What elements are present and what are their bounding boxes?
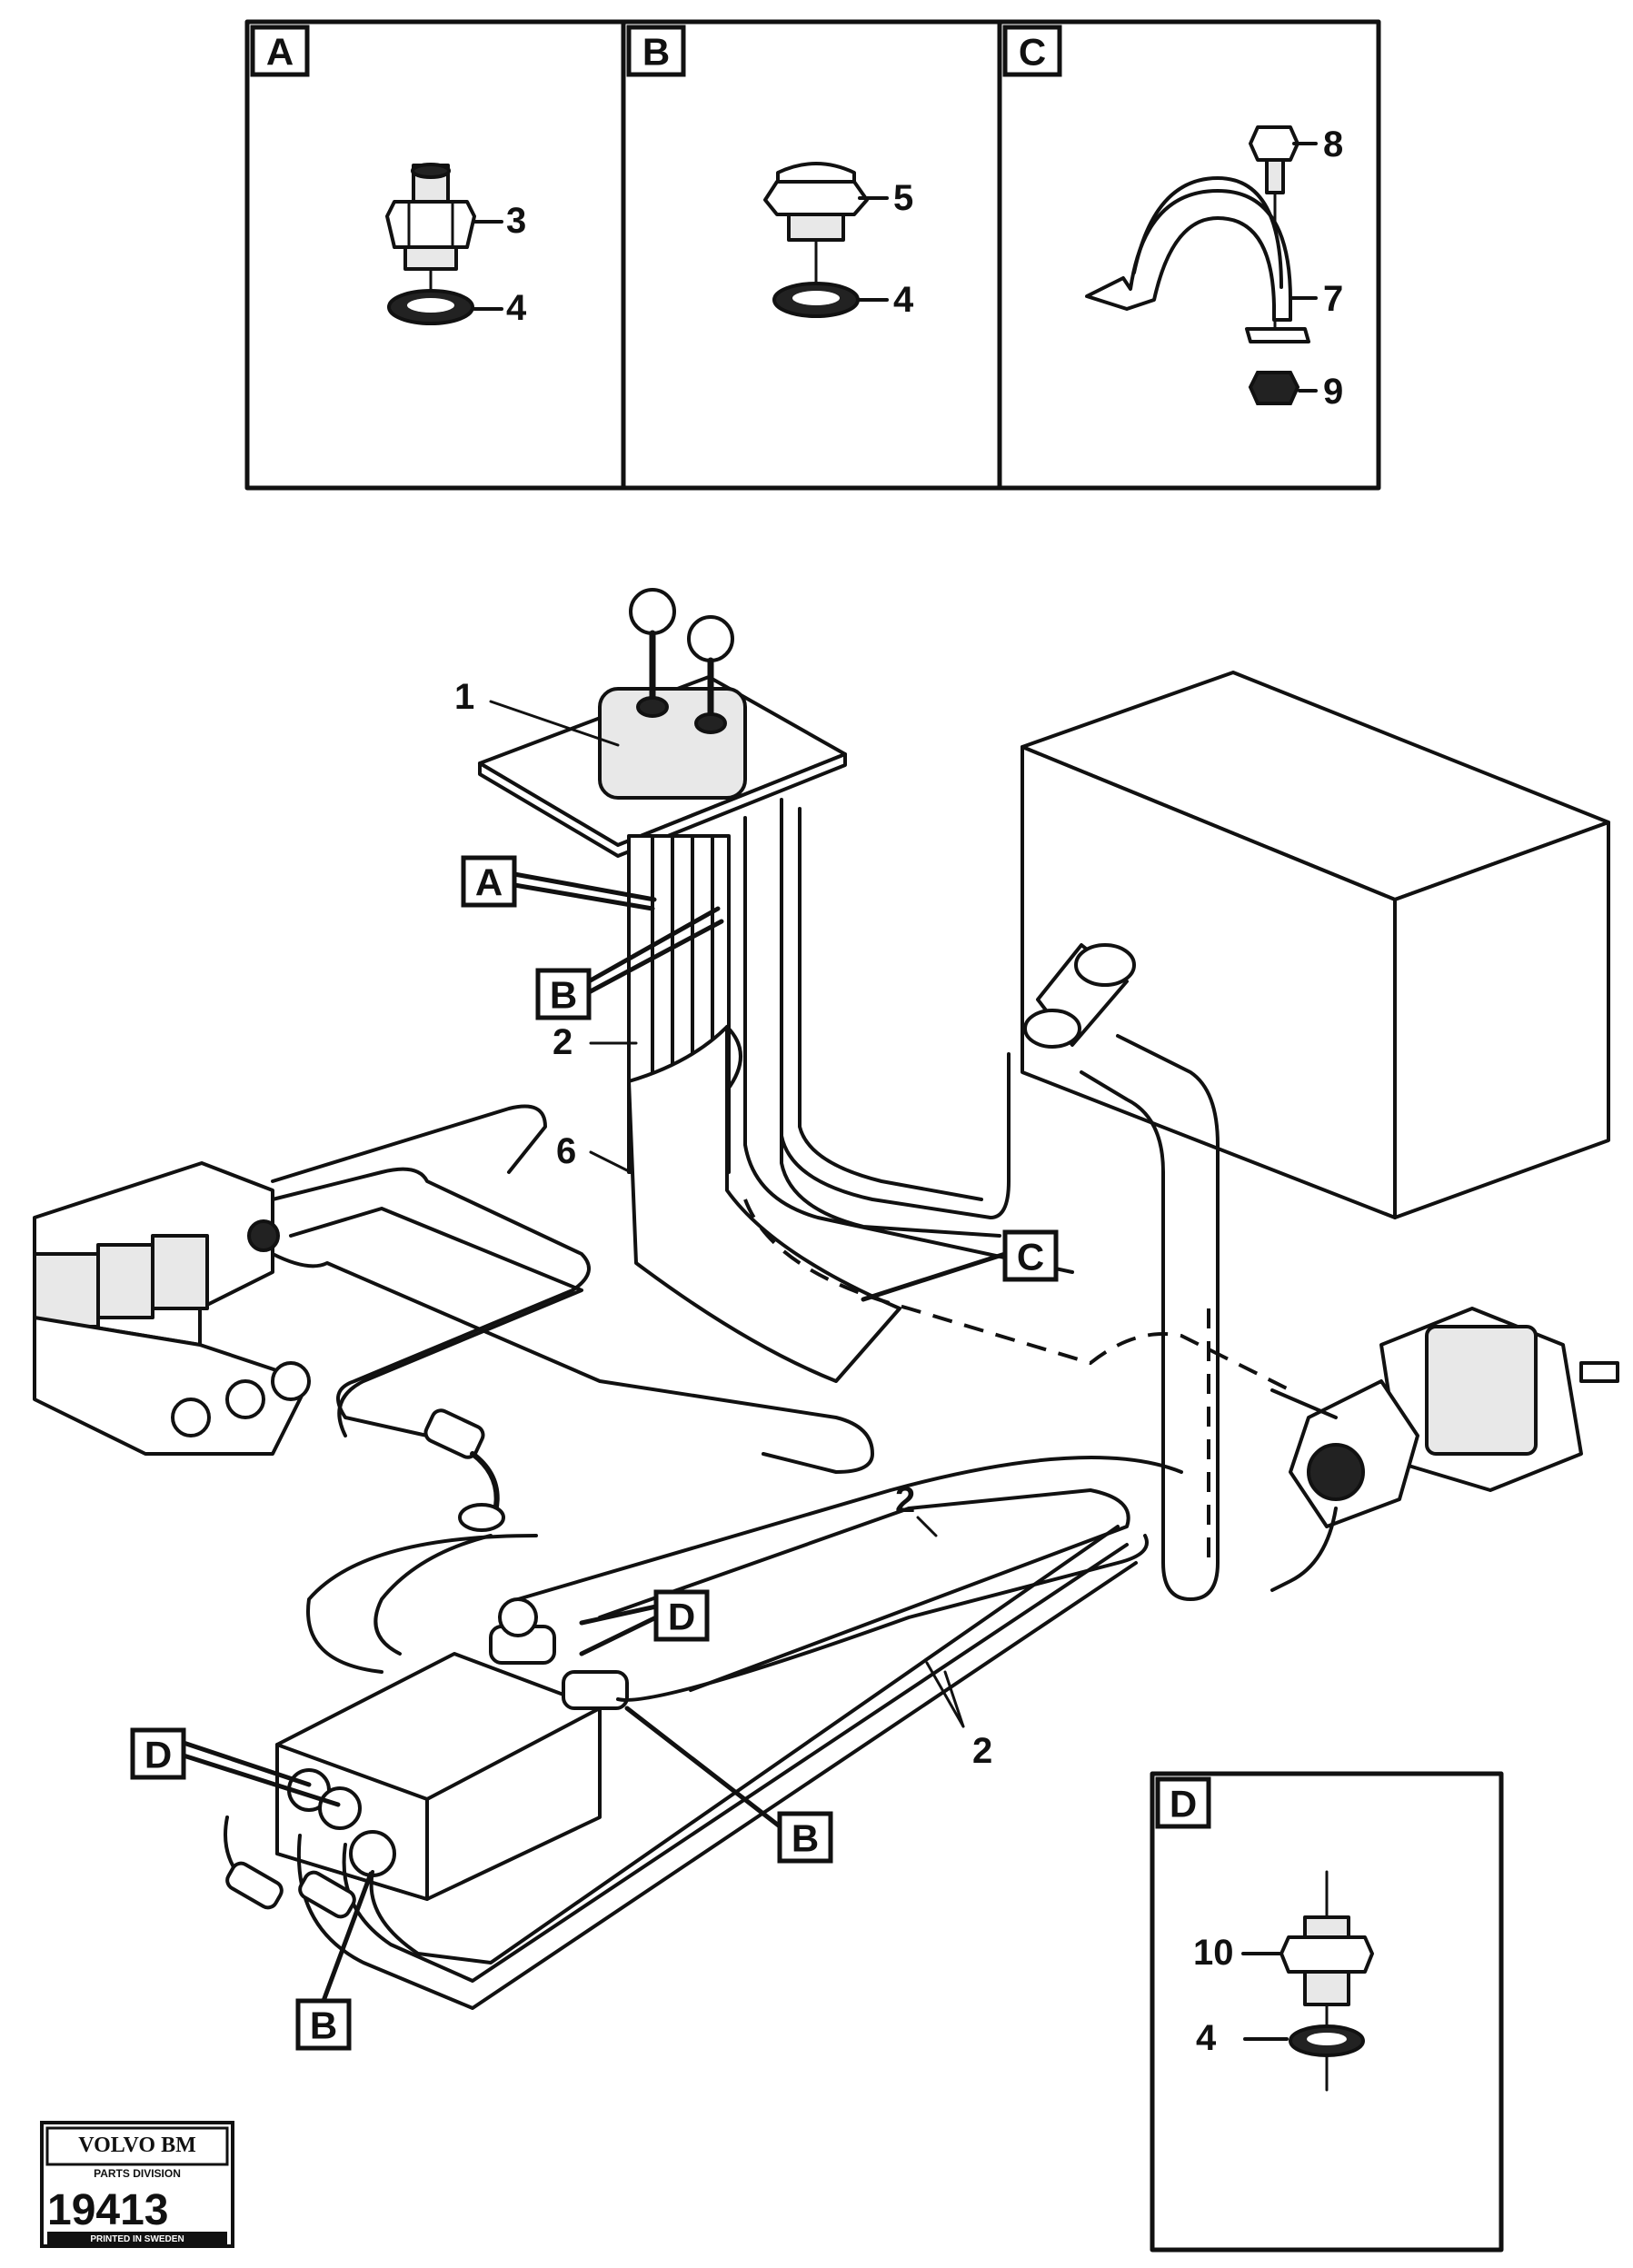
drain-line-dashed (743, 1199, 1291, 1392)
svg-text:B: B (792, 1817, 819, 1860)
elbow-fitting (423, 1408, 505, 1532)
callout-4-a: 4 (506, 288, 527, 328)
panel-d-label: D (1170, 1783, 1197, 1825)
logo-printed: PRINTED IN SWEDEN (90, 2234, 184, 2244)
hose-line-2 (598, 1488, 1130, 1692)
callout-1: 1 (454, 677, 474, 717)
callout-4-d: 4 (1196, 2018, 1217, 2058)
tag-a: A (461, 855, 657, 911)
svg-text:A: A (475, 861, 503, 904)
main-control-valve (33, 1161, 311, 1456)
svg-text:D: D (144, 1734, 172, 1776)
callout-8: 8 (1323, 124, 1343, 164)
main-assembly: 1 2 6 2 2 A B C D (33, 588, 1619, 2051)
seal-washer-icon (1289, 2024, 1365, 2092)
callout-3: 3 (506, 201, 526, 241)
hose-line (271, 1252, 874, 1474)
tag-b-lower: B (295, 1871, 373, 2051)
detail-panel-c: C 8 7 9 (1002, 25, 1343, 412)
tag-d-left: D (130, 1727, 341, 1807)
seal-washer-icon (772, 282, 860, 318)
hose-line (271, 1104, 547, 1183)
lever-knob-icon (629, 588, 676, 635)
detail-panel-d: D 10 4 (1150, 1771, 1504, 2253)
hose-line-2 (369, 1525, 1120, 1965)
tag-d-upper: D (579, 1589, 710, 1656)
detail-panel-a: A 3 4 (250, 25, 527, 328)
hose-line (289, 1207, 583, 1437)
filter-tube (1023, 943, 1136, 1049)
callout-5: 5 (893, 178, 913, 218)
detail-panel-b: B 5 4 (626, 25, 914, 320)
lever-knob-icon (687, 615, 734, 662)
lever-control-valve (478, 588, 847, 858)
hose-line-2 (296, 1561, 1138, 2010)
panel-a-label: A (266, 31, 294, 74)
hose-line (306, 1534, 538, 1674)
logo-division: PARTS DIVISION (94, 2167, 181, 2180)
suction-line (1080, 1034, 1220, 1601)
svg-text:D: D (668, 1596, 695, 1638)
return-line (780, 807, 1011, 1219)
distributor-block (275, 1597, 629, 1901)
volvo-bm-parts-logo: VOLVO BM PARTS DIVISION 19413 PRINTED IN… (40, 2121, 234, 2248)
hose-line (271, 1167, 591, 1437)
svg-text:B: B (310, 2004, 337, 2047)
hydraulic-tank (1021, 671, 1610, 1219)
callout-2-mid: 2 (895, 1480, 915, 1520)
hose-line-2 (616, 1534, 1149, 1702)
callout-6: 6 (556, 1131, 576, 1171)
protective-sleeve (627, 1025, 901, 1383)
callout-9: 9 (1323, 372, 1343, 412)
hose-line-2 (516, 1456, 1183, 1601)
panel-b-label: B (642, 31, 670, 74)
fitting-nipple-icon (385, 163, 476, 296)
panel-c-label: C (1019, 31, 1046, 74)
tag-b-upper: B (535, 906, 724, 1020)
callout-2-lower: 2 (972, 1731, 992, 1771)
drawing-number: 19413 (47, 2186, 168, 2234)
nut-icon (1248, 371, 1300, 405)
callout-7: 7 (1323, 279, 1343, 319)
tag-c: C (861, 1229, 1059, 1302)
hydraulic-pump (1270, 1307, 1619, 1592)
adapter-fitting-icon (1280, 1870, 1374, 2032)
callout-4-b: 4 (893, 280, 914, 320)
logo-brand: VOLVO BM (78, 2134, 196, 2157)
plug-icon (763, 162, 869, 291)
hose-line (373, 1534, 493, 1656)
return-line (798, 807, 983, 1201)
svg-text:B: B (550, 974, 577, 1017)
svg-text:C: C (1017, 1236, 1044, 1278)
callout-2-upper: 2 (553, 1022, 573, 1062)
seal-washer-icon (387, 289, 474, 325)
callout-10: 10 (1193, 1933, 1234, 1973)
tag-b-right: B (624, 1706, 833, 1864)
